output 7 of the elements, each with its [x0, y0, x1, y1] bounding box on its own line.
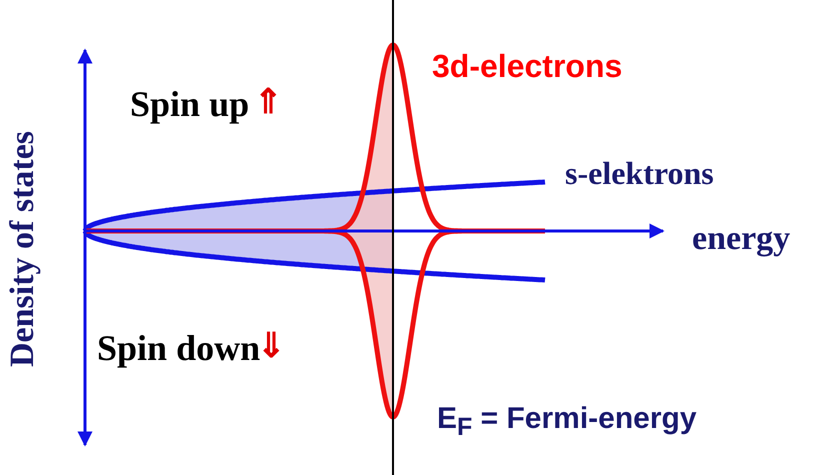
spin-arrow-symbol: ⇑	[254, 86, 282, 120]
fermi-level-label: E$_{F}$ = Fermi-energy	[437, 404, 697, 440]
curve-label: s-elektrons	[565, 157, 714, 189]
spin-label: Spin up	[130, 86, 250, 122]
curve-label: 3d-electrons	[432, 50, 622, 82]
axis-label: Density of states	[6, 130, 40, 368]
axis-label: energy	[692, 222, 790, 256]
